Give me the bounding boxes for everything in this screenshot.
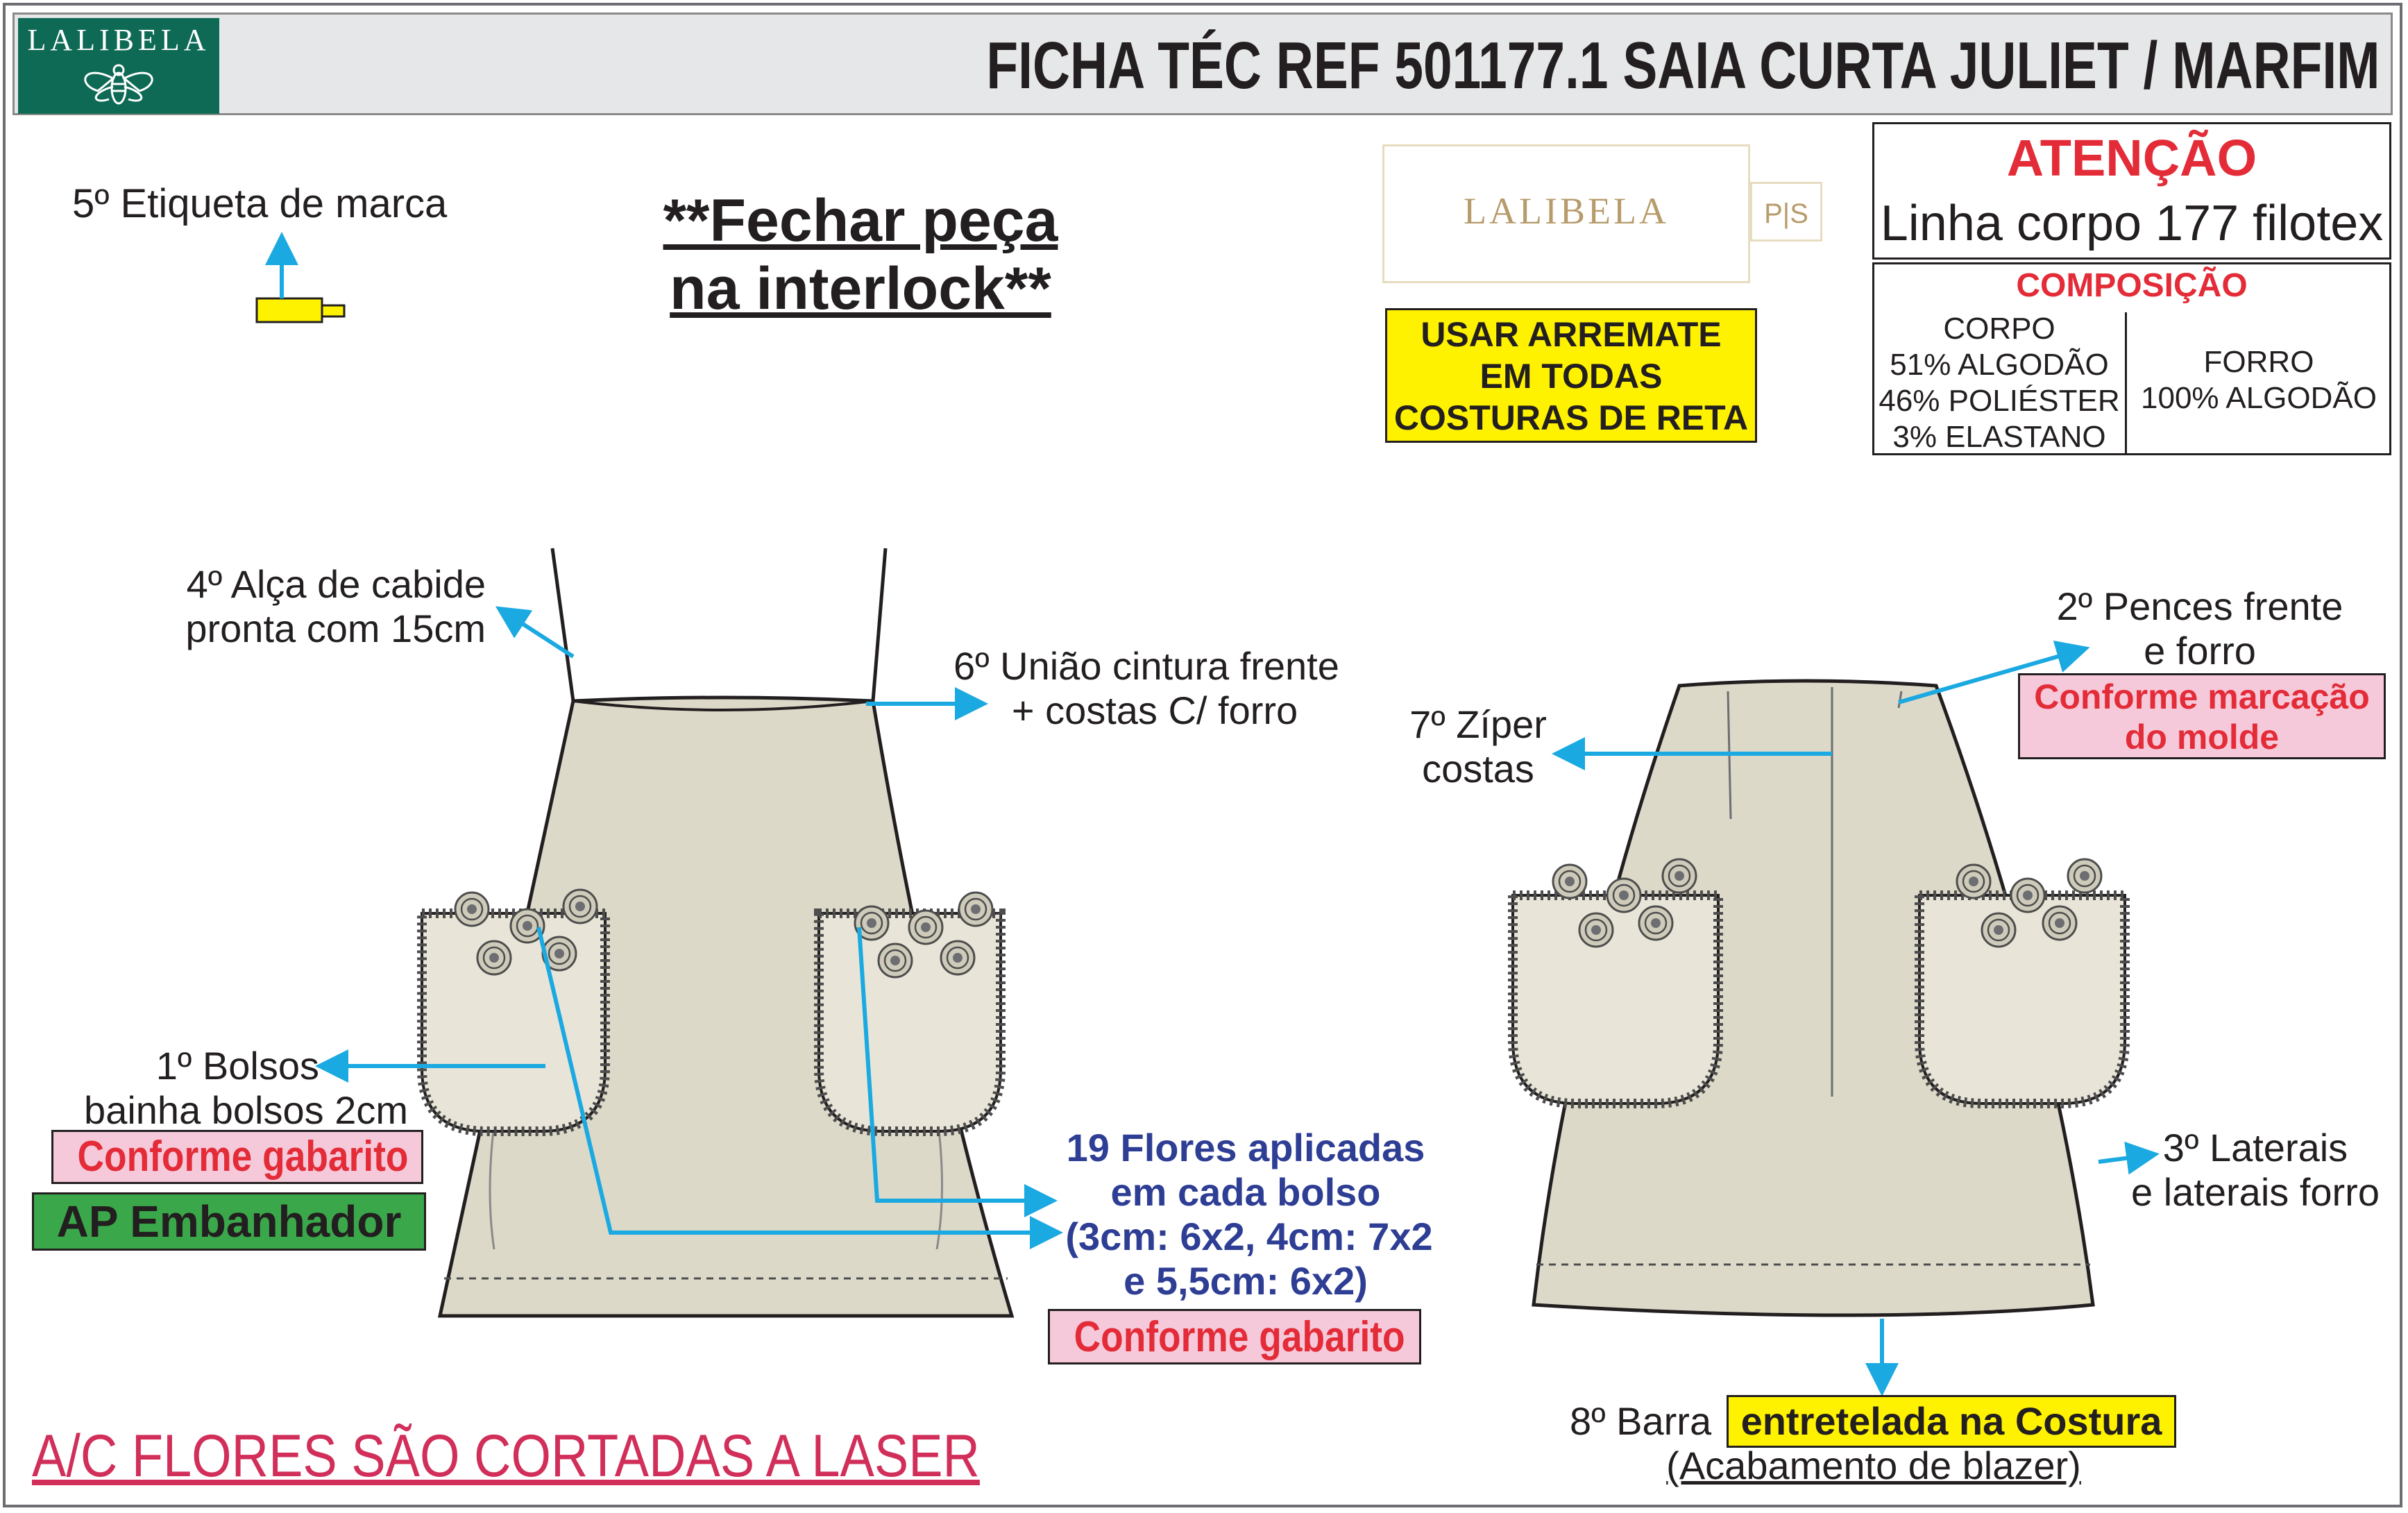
forro-line-1: FORRO (2203, 345, 2314, 379)
label-icon (255, 232, 346, 323)
arremate-note (1385, 308, 1757, 443)
alca-note-line-1: 4º Alça de cabide (186, 562, 486, 606)
corpo-line-4: 3% ELASTANO (1892, 420, 2106, 454)
brand-label-sample (1382, 144, 1750, 283)
laser-note: A/C FLORES SÃO CORTADAS A LASER (32, 1423, 980, 1489)
marcacao-badge (2018, 673, 2386, 759)
flores-note-line-3: (3cm: 6x2, 4cm: 7x2 (1065, 1215, 1433, 1258)
size-tag-text: P|S (1764, 198, 1808, 229)
brand-label-text: LALIBELA (1464, 190, 1669, 232)
laterais-note-line-1: 3º Laterais (2162, 1126, 2348, 1169)
uniao-note-line-2: + costas C/ forro (1011, 688, 1298, 732)
composition-divider (2125, 312, 2127, 455)
front-skirt (417, 548, 1015, 1318)
callout-arrows (315, 606, 2160, 1396)
arremate-line-2: EM TODAS (1479, 357, 1663, 396)
attention-title: ATENÇÃO (2006, 129, 2257, 187)
flores-note-line-4: e 5,5cm: 6x2) (1124, 1259, 1368, 1303)
fechar-note-line-1: **Fechar peça (663, 187, 1058, 254)
flores-note-line-2: em cada bolso (1110, 1170, 1381, 1214)
flores-gabarito-text: Conforme gabarito (1074, 1313, 1405, 1361)
alca-note-line-2: pronta com 15cm (185, 607, 486, 650)
brand-logo: LALIBELA (18, 18, 219, 114)
ap-embanhador-badge (32, 1192, 426, 1251)
uniao-note-line-1: 6º União cintura frente (953, 644, 1339, 688)
page-title: FICHA TÉC REF 501177.1 SAIA CURTA JULIET… (986, 28, 2380, 103)
barra-note-line-2: (Acabamento de blazer) (1666, 1444, 2081, 1487)
composition-box (1872, 262, 2391, 455)
size-tag (1750, 182, 1822, 242)
attention-box (1872, 122, 2391, 260)
conforme-gabarito-badge (51, 1130, 423, 1184)
barra-note-prefix: 8º Barra (1570, 1399, 1712, 1443)
etiqueta-note: 5º Etiqueta de marca (72, 181, 448, 226)
marcacao-line-1: Conforme marcação (2034, 677, 2370, 716)
laterais-note-line-2: e laterais forro (2131, 1170, 2380, 1214)
fechar-note-line-2: na interlock** (670, 255, 1051, 322)
bolsos-note-line-2: bainha bolsos 2cm (84, 1088, 408, 1132)
flores-note-line-1: 19 Flores aplicadas (1066, 1126, 1425, 1169)
back-skirt (1508, 679, 2130, 1317)
corpo-line-3: 46% POLIÉSTER (1879, 384, 2120, 418)
sheet-frame (3, 3, 2402, 1507)
ziper-note-line-2: costas (1422, 747, 1534, 791)
ziper-note-line-1: 7º Zíper (1409, 702, 1547, 746)
marcacao-line-2: do molde (2124, 718, 2280, 756)
corpo-line-1: CORPO (1943, 312, 2055, 346)
attention-text: Linha corpo 177 filotex (1880, 196, 2384, 251)
pences-note-line-1: 2º Pences frente (2056, 584, 2343, 628)
barra-highlight-box (1727, 1395, 2176, 1448)
arremate-line-3: COSTURAS DE RETA (1393, 398, 1749, 437)
arremate-line-1: USAR ARREMATE (1421, 315, 1722, 354)
flores-gabarito-badge (1048, 1309, 1421, 1364)
header-bar (12, 12, 2393, 115)
pences-note-line-2: e forro (2144, 629, 2256, 673)
brand-logo-text: LALIBELA (27, 23, 210, 57)
bolsos-note-line-1: 1º Bolsos (155, 1044, 319, 1088)
composition-title: COMPOSIÇÃO (2016, 267, 2248, 304)
corpo-line-2: 51% ALGODÃO (1890, 348, 2109, 382)
barra-highlight-text: entretelada na Costura (1740, 1399, 2162, 1443)
bee-icon (84, 64, 153, 105)
ap-embanhador-text: AP Embanhador (56, 1197, 402, 1246)
forro-line-2: 100% ALGODÃO (2141, 381, 2377, 415)
conforme-gabarito-text: Conforme gabarito (77, 1133, 409, 1181)
